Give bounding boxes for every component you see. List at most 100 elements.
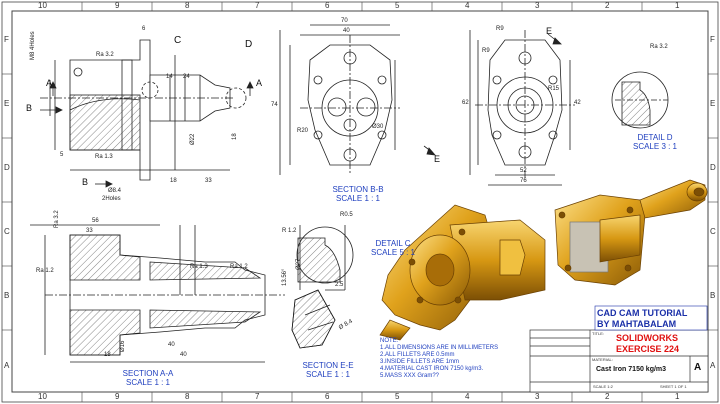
section-bb-scale: SCALE 1 : 1 bbox=[335, 194, 381, 203]
section-ee-title: SECTION E-E SCALE 1 : 1 bbox=[288, 362, 368, 379]
detail-d-view bbox=[611, 71, 669, 129]
zone-col-2: 2 bbox=[605, 1, 610, 10]
dim-6: 6 bbox=[142, 26, 146, 32]
zone-row-d: D bbox=[4, 163, 10, 172]
zone-col-8: 8 bbox=[185, 1, 190, 10]
dim-d16: Ø16 bbox=[120, 340, 126, 352]
banner-line-2: BY MAHTABALAM bbox=[597, 319, 677, 329]
dim-r15: R15 bbox=[548, 86, 560, 92]
zone-col-3-bottom: 3 bbox=[535, 392, 540, 401]
dim-40-aa-bottom: 40 bbox=[180, 352, 187, 358]
zone-col-6: 6 bbox=[325, 1, 330, 10]
zone-row-f-right: F bbox=[710, 35, 715, 44]
section-ee-title-text: SECTION E-E bbox=[302, 361, 354, 370]
section-aa-title: SECTION A-A SCALE 1 : 1 bbox=[108, 370, 188, 387]
callout-a-right: A bbox=[256, 78, 263, 88]
dim-ra12-aa-left: Ra 1.2 bbox=[36, 268, 54, 274]
scale-value: SCALE 1:2 bbox=[593, 384, 613, 389]
zone-row-d-right: D bbox=[710, 163, 716, 172]
zone-col-5-bottom: 5 bbox=[395, 392, 400, 401]
dim-13-56: 13.56° bbox=[282, 268, 288, 286]
side-view bbox=[40, 39, 247, 181]
dim-r9-top: R9 bbox=[496, 26, 504, 32]
dim-5: 5 bbox=[60, 152, 64, 158]
dim-d84: Ø8.4 bbox=[108, 188, 122, 194]
section-ee-view bbox=[291, 289, 336, 349]
note-line-1: 1.ALL DIMENSIONS ARE IN MILLIMETERS bbox=[380, 345, 499, 351]
title-block-frame bbox=[529, 329, 709, 393]
dim-14: 14 bbox=[166, 74, 173, 80]
note-line-2: 2.ALL FILLETS ARE 0.5mm bbox=[380, 352, 455, 358]
dim-d30: Ø30 bbox=[372, 124, 384, 130]
note-line-3: 3.INSIDE FILLETS ARE 1mm bbox=[380, 359, 460, 365]
callout-c: C bbox=[174, 35, 182, 46]
detail-d-scale: SCALE 3 : 1 bbox=[632, 142, 678, 151]
zone-col-5: 5 bbox=[395, 1, 400, 10]
back-view bbox=[469, 30, 575, 186]
note-line-5: 5.MASS XXX Gram?? bbox=[380, 373, 440, 379]
callout-b-bottom: B bbox=[82, 177, 89, 187]
callout-a-left: A bbox=[46, 78, 53, 88]
detail-c-title: DETAIL C SCALE 5 : 1 bbox=[358, 240, 428, 257]
zone-col-6-bottom: 6 bbox=[325, 392, 330, 401]
callout-d: D bbox=[245, 39, 253, 50]
section-aa-title-text: SECTION A-A bbox=[122, 369, 174, 378]
notes-heading: NOTE: bbox=[380, 338, 399, 344]
dim-r20: R20 bbox=[297, 128, 309, 134]
zone-row-e-right: E bbox=[710, 99, 716, 108]
section-bb-title-text: SECTION B-B bbox=[332, 185, 384, 194]
dim-40-aa: 40 bbox=[168, 342, 175, 348]
dim-r9: R9 bbox=[482, 48, 490, 54]
sheet-number: SHEET 1 OF 1 bbox=[660, 384, 687, 389]
zone-col-8-bottom: 8 bbox=[185, 392, 190, 401]
zone-row-f: F bbox=[4, 35, 9, 44]
banner-box bbox=[594, 305, 708, 331]
zone-row-b-right: B bbox=[710, 291, 716, 300]
zone-col-10-bottom: 10 bbox=[38, 392, 47, 401]
dim-40-bb: 40 bbox=[343, 28, 350, 34]
section-marker-a-top bbox=[49, 81, 254, 96]
zone-row-e: E bbox=[4, 99, 10, 108]
dim-d27: Ø27 bbox=[296, 258, 302, 270]
dim-m8-holes: M8 4Holes bbox=[30, 31, 36, 60]
material-value: Cast Iron 7150 kg/m3 bbox=[596, 366, 667, 373]
zone-col-3: 3 bbox=[535, 1, 540, 10]
detail-c-scale: SCALE 5 : 1 bbox=[370, 248, 416, 257]
title-line-1: SOLIDWORKS bbox=[616, 333, 678, 343]
title-label: TITLE: bbox=[592, 331, 605, 336]
detail-c-view bbox=[296, 225, 354, 291]
section-marker-e bbox=[423, 33, 562, 156]
zone-col-10: 10 bbox=[38, 1, 47, 10]
detail-d-title-text: DETAIL D bbox=[637, 133, 673, 142]
dim-d18: 18 bbox=[232, 133, 238, 140]
zone-col-1: 1 bbox=[675, 1, 680, 10]
detail-c-title-text: DETAIL C bbox=[375, 239, 411, 248]
section-bb-view bbox=[279, 24, 400, 175]
part-3d-render-left bbox=[379, 204, 546, 341]
zone-col-4: 4 bbox=[465, 1, 470, 10]
dim-r12-detail-c: R 1.2 bbox=[282, 228, 297, 234]
callout-e-top: E bbox=[546, 26, 553, 36]
zone-row-c: C bbox=[4, 227, 10, 236]
dim-33-aa: 33 bbox=[86, 228, 93, 234]
zone-col-2-bottom: 2 bbox=[605, 392, 610, 401]
dim-56: 56 bbox=[92, 218, 99, 224]
dim-76: 76 bbox=[520, 178, 527, 184]
dim-r05: R0.5 bbox=[340, 212, 353, 218]
dim-ra12-aa-right: Ra 1.2 bbox=[230, 264, 248, 270]
dim-d22: Ø22 bbox=[190, 133, 196, 145]
dim-ra13-aa: Ra 1.3 bbox=[190, 264, 208, 270]
zone-row-a: A bbox=[4, 361, 10, 370]
dim-25: 2.5 bbox=[335, 282, 344, 288]
dim-ra13-side: Ra 1.3 bbox=[95, 154, 113, 160]
section-ee-scale: SCALE 1 : 1 bbox=[305, 370, 351, 379]
zone-col-1-bottom: 1 bbox=[675, 392, 680, 401]
banner-line-1: CAD CAM TUTORIAL bbox=[597, 308, 688, 318]
callout-b-top: B bbox=[26, 103, 33, 113]
detail-d-title: DETAIL D SCALE 3 : 1 bbox=[620, 134, 690, 151]
section-aa-scale: SCALE 1 : 1 bbox=[125, 378, 171, 387]
section-aa-view bbox=[30, 224, 285, 363]
dim-42: 42 bbox=[574, 100, 581, 106]
zone-row-b: B bbox=[4, 291, 10, 300]
